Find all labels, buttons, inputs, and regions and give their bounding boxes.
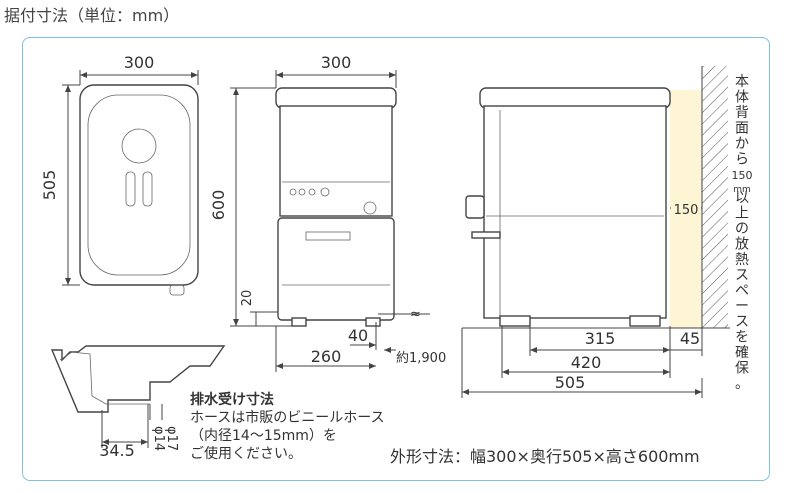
top-view-outline xyxy=(79,84,199,286)
top-view-slot-right xyxy=(142,171,153,207)
wall-note-char: を xyxy=(735,330,749,346)
drain-note-line3: ご使用ください。 xyxy=(190,445,302,462)
side-foot-back xyxy=(629,315,661,327)
top-view-width-label: 300 xyxy=(124,53,155,72)
front-view-lid xyxy=(275,87,397,109)
offset-260-label: 260 xyxy=(311,347,342,366)
front-view-width-label: 300 xyxy=(321,53,352,72)
wall-note-char: ス xyxy=(735,268,749,284)
drain-note-line1: ホースは市販のビニールホース xyxy=(190,409,385,426)
wall-note-char: mm xyxy=(733,185,751,195)
wall-note-char: 上 xyxy=(735,206,749,222)
wall-note-char: ペ xyxy=(735,283,749,299)
drain-dim-17-label: φ17 xyxy=(164,426,179,451)
diagram-frame xyxy=(22,37,770,481)
top-view-basin xyxy=(87,94,191,276)
wall-hatch xyxy=(702,66,728,328)
top-view-drain-outlet xyxy=(169,284,185,296)
drain-note-heading: 排水受け寸法 xyxy=(190,391,274,408)
front-foot-right xyxy=(365,317,381,327)
wall-note-char: 150 xyxy=(732,169,753,182)
top-view-depth-label: 505 xyxy=(40,170,59,201)
foot-height-label: 20 xyxy=(240,290,255,307)
top-view: 300 505 xyxy=(40,53,199,296)
wall-note-char: 確 xyxy=(735,345,749,361)
front-foot-left xyxy=(291,317,307,327)
front-view-knob xyxy=(363,201,377,215)
side-view-spout xyxy=(465,195,485,219)
wall-note-char: ー xyxy=(735,299,749,315)
front-view-upper-body xyxy=(279,105,393,217)
drain-dim-14-label: φ14 xyxy=(151,426,166,451)
drain-note-line2: （内径14〜15mm）を xyxy=(190,428,337,444)
wall-note-char: 。 xyxy=(735,376,749,392)
wall-note-char: 以 xyxy=(735,190,749,206)
wall-note-char: 保 xyxy=(735,361,749,377)
top-view-drain-hole xyxy=(121,128,157,164)
front-view: ≈ 300 600 20 40 260 約1,900 xyxy=(209,53,446,372)
dim-420-label: 420 xyxy=(571,353,602,372)
wall-note-char: か xyxy=(735,136,749,152)
wall-note-char: ら xyxy=(735,152,749,168)
top-view-slot-left xyxy=(125,171,136,207)
control-button-1 xyxy=(289,188,297,196)
dim-45-label: 45 xyxy=(680,329,700,348)
wall-note-char: ス xyxy=(735,314,749,330)
side-view-lid xyxy=(479,87,671,109)
wall-note-char: 背 xyxy=(735,105,749,121)
front-view-lower-body xyxy=(277,217,395,321)
clearance-label: 150 xyxy=(674,203,699,218)
dim-315-label: 315 xyxy=(585,329,616,348)
wall-note-char: 本 xyxy=(735,74,749,90)
dim-505-label: 505 xyxy=(555,373,586,392)
hose-length-label: 約1,900 xyxy=(396,351,446,366)
side-view-body xyxy=(483,105,667,319)
wall-note-char: 放 xyxy=(735,237,749,253)
drain-tray-view: 34.5 φ14 φ17 xyxy=(50,345,226,460)
control-button-2 xyxy=(298,188,306,196)
side-view: 150 315 45 420 505 xyxy=(461,66,730,398)
wall-note-char: 面 xyxy=(735,121,749,137)
front-view-drain-spout xyxy=(305,231,351,241)
outer-dimensions-note: 外形寸法：幅300×奥行505×高さ600mm xyxy=(390,447,700,466)
control-dial xyxy=(320,187,330,197)
side-foot-front xyxy=(499,315,531,327)
drain-dim-345-label: 34.5 xyxy=(99,441,135,460)
side-view-drain-plate xyxy=(471,231,501,239)
control-button-3 xyxy=(308,188,316,196)
page-title: 据付寸法（単位：mm） xyxy=(4,6,180,25)
hose-break-mark: ≈ xyxy=(410,307,421,322)
wall-note-char: の xyxy=(735,221,749,237)
offset-40-label: 40 xyxy=(348,326,368,345)
wall-note-char: 熱 xyxy=(735,252,749,268)
wall-note-char: 体 xyxy=(735,90,749,106)
front-view-height-label: 600 xyxy=(209,190,228,221)
